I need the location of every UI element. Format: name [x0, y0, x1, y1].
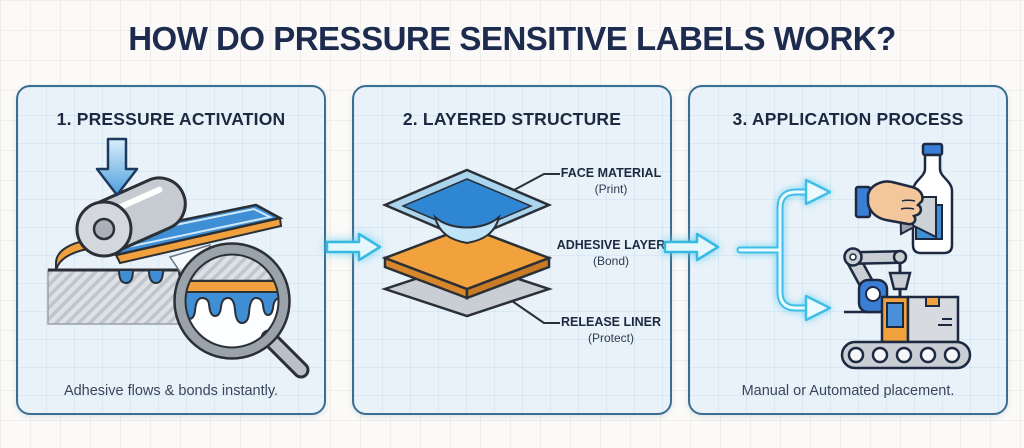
- panel2-heading: 2. LAYERED STRUCTURE: [402, 109, 622, 129]
- flow-arrow-panel1-to-panel2: [325, 232, 382, 262]
- application-process-illustration: [736, 142, 972, 370]
- panel3-heading: 3. APPLICATION PROCESS: [732, 109, 964, 129]
- face-material-name: FACE MATERIAL: [560, 166, 662, 180]
- face-material-connector-line: [513, 173, 560, 191]
- panel3-caption: Manual or Automated placement.: [741, 383, 955, 399]
- adhesive-layer-sub: (Bond): [592, 253, 630, 268]
- automated-application-icon: [840, 247, 972, 370]
- face-material-layer: [381, 168, 553, 245]
- adhesive-layer: [381, 225, 553, 300]
- pressure-down-arrow-icon: [95, 137, 139, 197]
- roller-icon: [75, 176, 187, 258]
- panel-application-process: 3. APPLICATION PROCESS: [688, 85, 1008, 415]
- release-liner-sub: (Protect): [587, 330, 634, 345]
- pressure-activation-illustration: [47, 137, 310, 379]
- layered-structure-illustration: [381, 168, 560, 324]
- magnifier-icon: [173, 242, 310, 379]
- face-material-label: FACE MATERIAL (Print): [554, 166, 668, 197]
- panel-layered-structure: 2. LAYERED STRUCTURE FACE MATERIAL (Prin…: [352, 85, 672, 415]
- page-title: HOW DO PRESSURE SENSITIVE LABELS WORK?: [128, 20, 896, 57]
- adhesive-layer-name: ADHESIVE LAYER: [556, 238, 666, 252]
- panel1-caption: Adhesive flows & bonds instantly.: [63, 383, 279, 399]
- panel1-heading: 1. PRESSURE ACTIVATION: [56, 109, 286, 129]
- release-liner-connector-line: [511, 300, 560, 324]
- release-liner-label: RELEASE LINER (Protect): [554, 315, 668, 346]
- face-material-sub: (Print): [594, 181, 628, 196]
- panel-pressure-activation: 1. PRESSURE ACTIVATION: [16, 85, 326, 415]
- manual-application-icon: [854, 142, 954, 255]
- flow-arrow-panel2-to-panel3: [663, 232, 720, 262]
- branch-arrows-icon: [736, 178, 832, 322]
- release-liner-name: RELEASE LINER: [560, 315, 661, 329]
- adhesive-layer-label: ADHESIVE LAYER (Bond): [554, 238, 668, 269]
